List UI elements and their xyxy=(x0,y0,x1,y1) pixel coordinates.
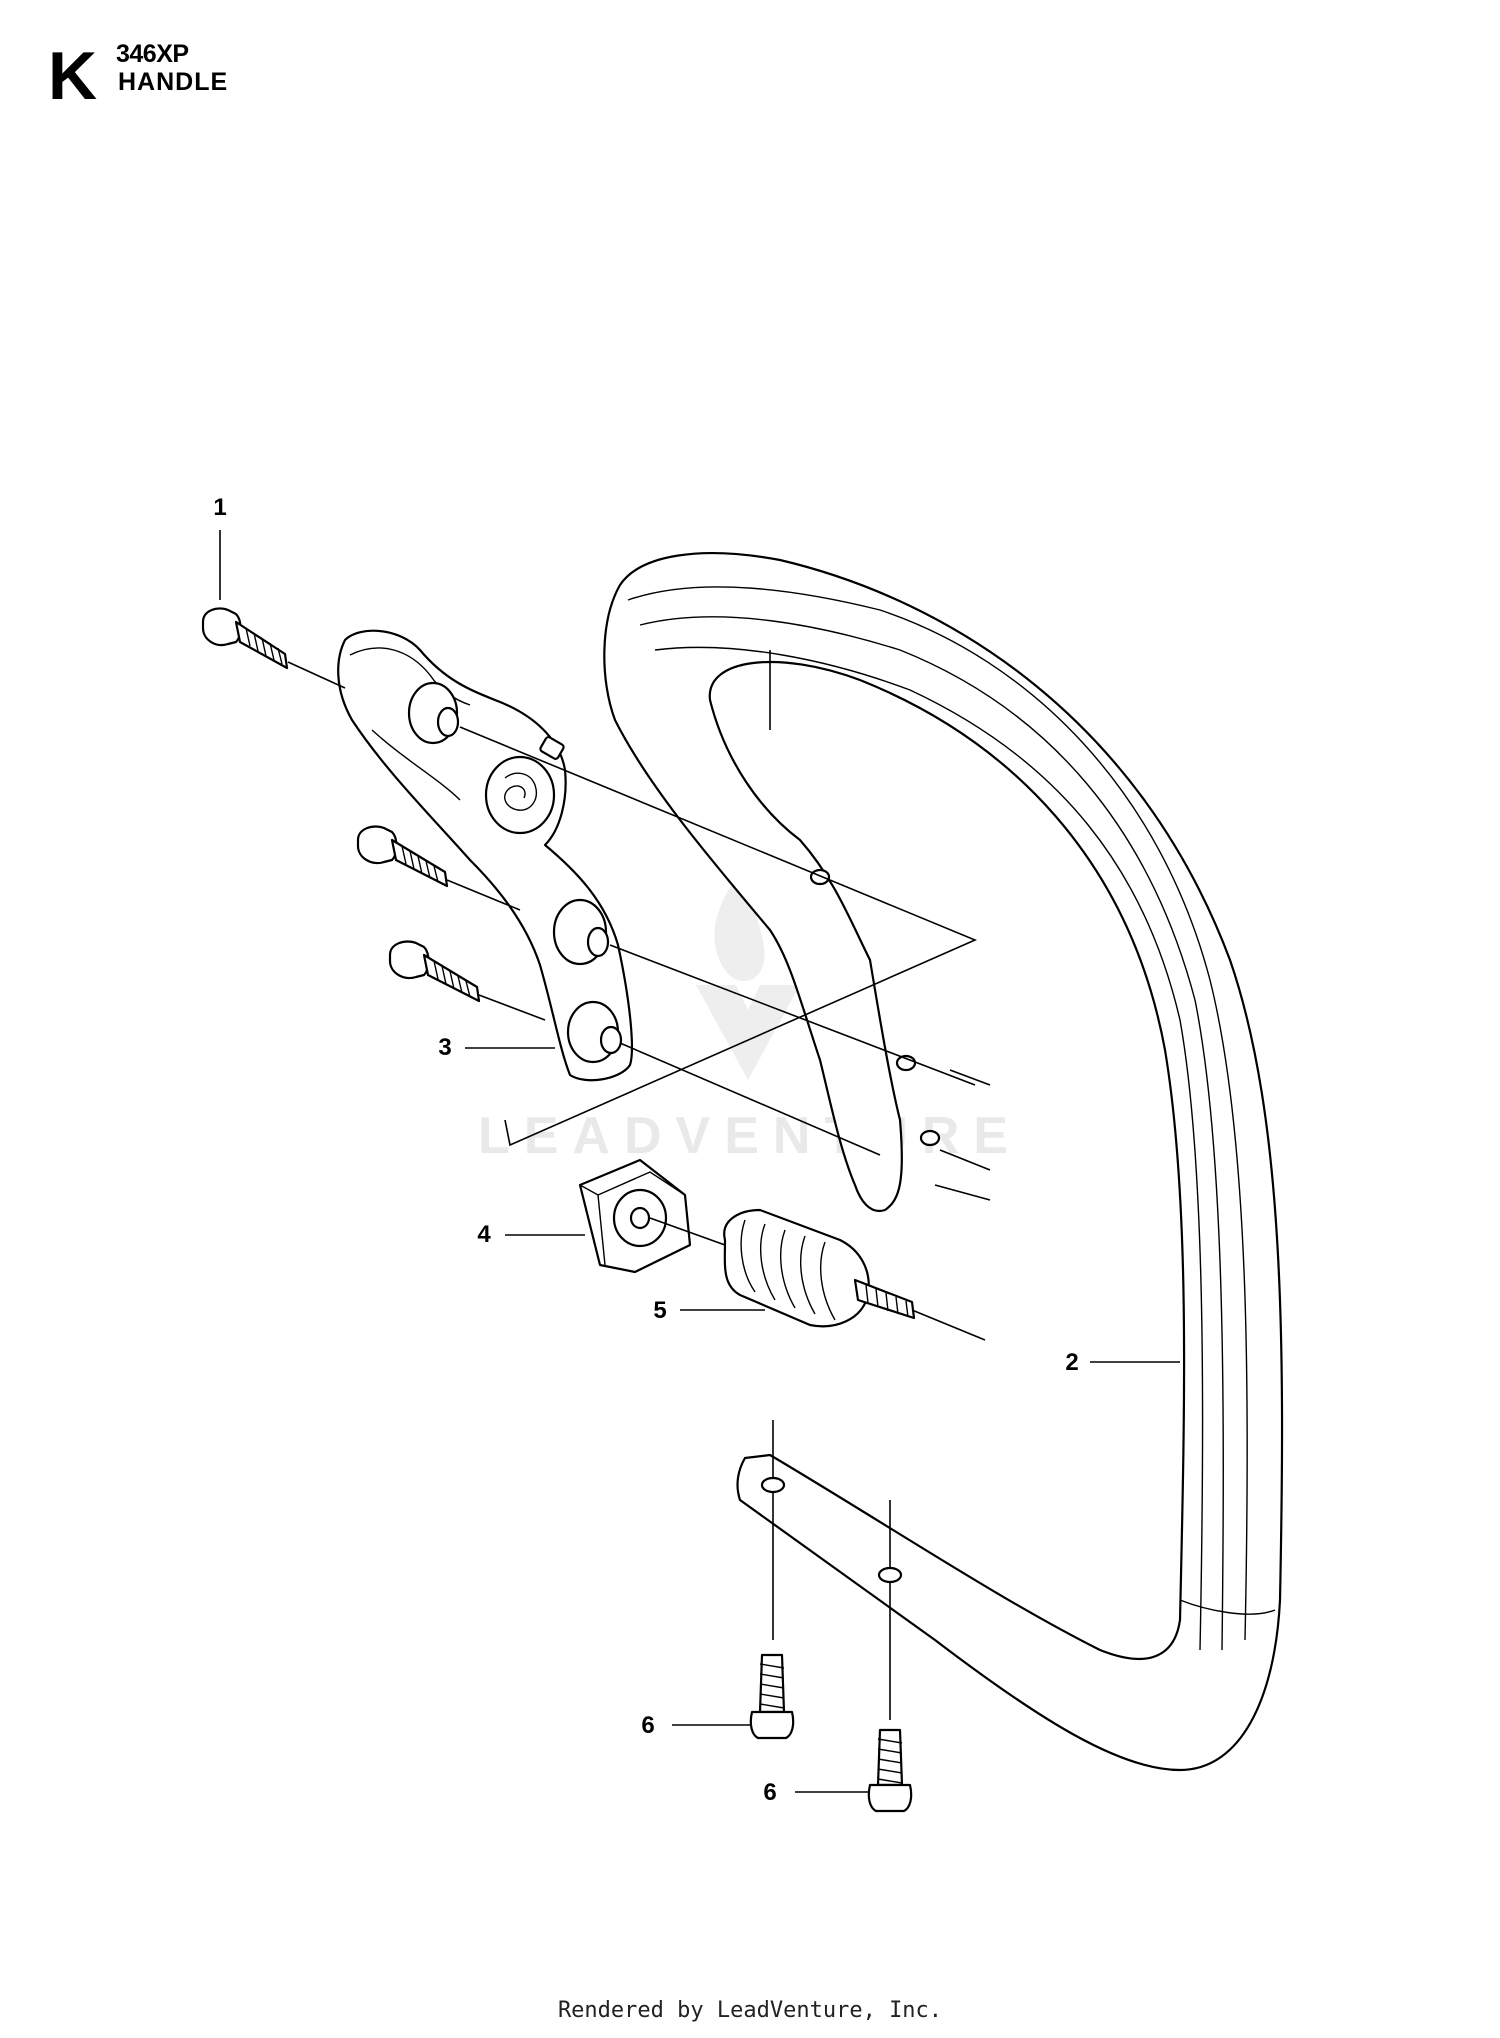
callout-6-left: 6 xyxy=(641,1712,752,1739)
callout-label-6-left: 6 xyxy=(641,1712,654,1739)
bracket-screw-lower xyxy=(388,940,546,1021)
callout-1: 1 xyxy=(213,494,227,600)
buffer-block xyxy=(578,1158,726,1274)
callout-2: 2 xyxy=(1065,1349,1180,1376)
callout-label-3: 3 xyxy=(438,1034,451,1061)
anti-vibration-element xyxy=(723,1208,986,1341)
callout-label-2: 2 xyxy=(1065,1349,1078,1376)
callout-label-4: 4 xyxy=(477,1221,491,1248)
callout-label-6-right: 6 xyxy=(763,1779,776,1806)
watermark-flame-icon xyxy=(696,870,800,1080)
watermark: LEADVENTURE xyxy=(478,870,1022,1165)
diagram-title: HANDLE xyxy=(118,68,229,96)
callout-4: 4 xyxy=(477,1221,585,1248)
watermark-text: LEADVENTURE xyxy=(478,1107,1022,1165)
screw-1 xyxy=(201,607,346,689)
callout-6-right: 6 xyxy=(763,1779,870,1806)
callout-3: 3 xyxy=(438,1034,555,1061)
callout-5: 5 xyxy=(653,1297,765,1324)
callout-label-1: 1 xyxy=(213,494,226,521)
assembly-lines xyxy=(459,726,991,1720)
bracket-screw-upper xyxy=(356,825,521,911)
screw-6-left xyxy=(749,1653,795,1740)
handle-bracket xyxy=(337,629,634,1082)
callout-label-5: 5 xyxy=(653,1297,666,1324)
model-number: 346XP xyxy=(116,40,189,68)
footer-credit: Rendered by LeadVenture, Inc. xyxy=(557,1998,943,2023)
screw-6-right xyxy=(867,1728,913,1813)
section-letter: K xyxy=(48,38,98,114)
